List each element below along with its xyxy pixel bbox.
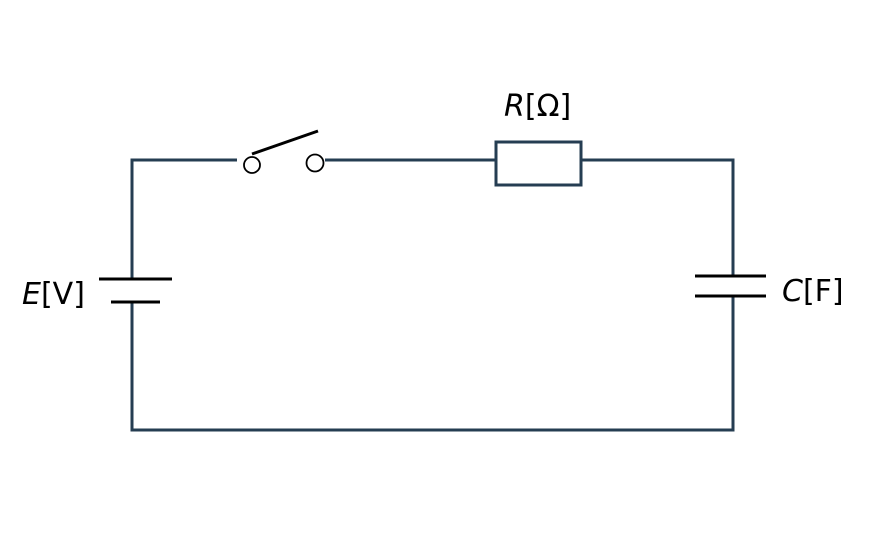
battery-unit: [V]: [41, 277, 85, 312]
battery-label: E[V]: [22, 277, 85, 312]
capacitor-symbol: C: [782, 274, 803, 309]
resistor-symbol: R: [504, 89, 525, 124]
wires: [130, 158, 735, 432]
switch-terminal-right: [305, 153, 325, 173]
wire-left-top: [130, 158, 237, 279]
switch-terminal-left: [243, 156, 261, 174]
wire-bottom: [130, 296, 735, 432]
battery: [99, 277, 172, 304]
switch: [243, 129, 325, 174]
capacitor-unit: [F]: [803, 274, 844, 309]
battery-symbol: E: [22, 277, 41, 312]
capacitor: [695, 274, 766, 298]
capacitor-label: C[F]: [782, 274, 844, 309]
resistor-label: R[Ω]: [504, 89, 571, 124]
wire-right-top: [581, 158, 735, 276]
resistor: [494, 140, 583, 187]
switch-lever: [251, 129, 319, 156]
resistor-unit: [Ω]: [525, 89, 571, 124]
